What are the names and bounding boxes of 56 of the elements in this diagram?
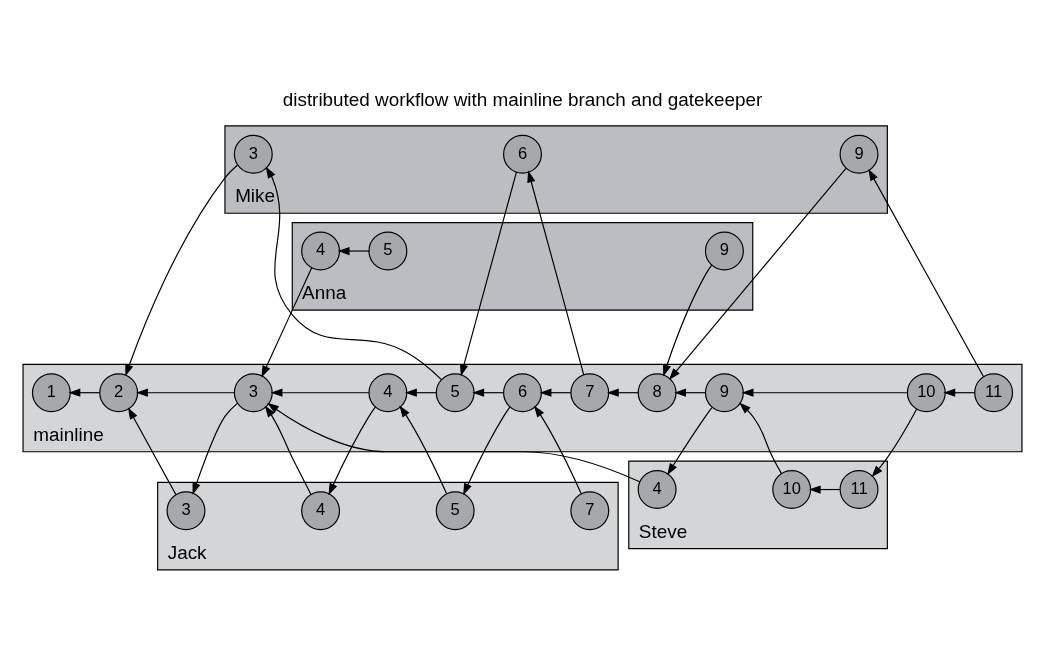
node-circle: 7: [570, 373, 610, 413]
arrow: [472, 388, 505, 397]
arrow: [405, 388, 437, 397]
arrow: [125, 164, 238, 377]
arrow: [136, 388, 235, 397]
arrow: [539, 388, 572, 397]
node-circle: 7: [570, 491, 610, 531]
node-circle: 2: [99, 373, 139, 413]
node-circle: 10: [772, 470, 812, 509]
diagram-title: distributed workflow with mainline branch and gatekeeper: [282, 88, 763, 110]
arrow: [337, 246, 370, 256]
node-circle: 8: [637, 373, 677, 413]
arrow: [399, 405, 448, 495]
arrow: [739, 402, 782, 474]
arrow: [463, 406, 511, 496]
arrow: [127, 407, 177, 495]
node-circle: 5: [435, 491, 475, 531]
node-circle: 9: [704, 231, 744, 271]
arrow: [868, 168, 985, 378]
arrow: [328, 406, 376, 496]
node-circle: 4: [301, 231, 341, 271]
node-circle: 1: [31, 373, 71, 413]
node-circle: 11: [839, 470, 879, 509]
node-circle: 3: [166, 491, 206, 531]
node-circle: 6: [503, 134, 542, 174]
arrow: [533, 405, 582, 495]
arrow: [808, 485, 841, 494]
node-circle: 5: [435, 373, 475, 413]
arrow: [267, 402, 641, 483]
arrow: [943, 388, 976, 397]
node-circle: 3: [233, 134, 273, 174]
arrow: [667, 407, 713, 476]
arrow: [192, 403, 238, 495]
node-circle: 9: [839, 134, 879, 174]
node-circle: 9: [704, 373, 744, 413]
node-circle: 10: [906, 373, 946, 413]
arrow: [265, 166, 442, 381]
node-circle: 3: [233, 373, 273, 413]
node-circle: 6: [503, 373, 542, 413]
arrow: [270, 388, 370, 397]
node-circle: 11: [974, 373, 1014, 413]
arrow: [668, 167, 847, 380]
arrow: [674, 388, 707, 397]
arrow: [871, 408, 918, 478]
arrow: [527, 170, 585, 376]
node-circle: 4: [301, 491, 341, 531]
node-circle: 4: [368, 373, 408, 413]
arrow: [459, 171, 518, 377]
node-circle: 4: [637, 470, 677, 509]
arrow: [606, 388, 639, 397]
arrow: [741, 388, 908, 397]
node-circle: 5: [368, 231, 408, 271]
arrow: [68, 388, 101, 397]
arrow: [264, 405, 312, 495]
arrow: [663, 264, 713, 377]
arrow: [261, 267, 313, 378]
